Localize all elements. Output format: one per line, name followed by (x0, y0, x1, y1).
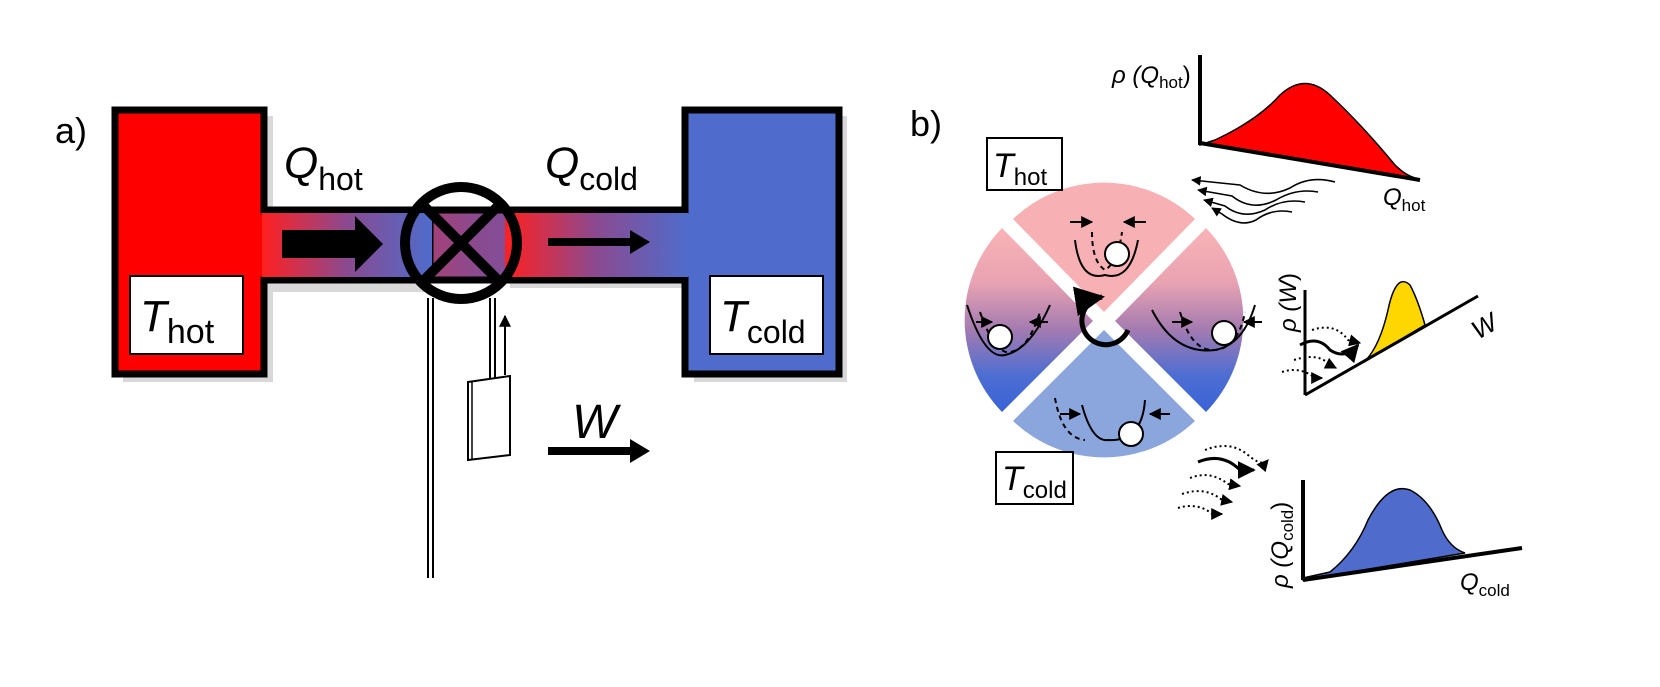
engine-symbol (400, 182, 522, 304)
work-label: W (572, 396, 622, 449)
particles (987, 241, 1237, 447)
weight-block (467, 374, 511, 462)
cold-heat-flow (1177, 445, 1269, 520)
work-arrow (548, 439, 650, 463)
panel-a-label: a) (55, 110, 87, 151)
q-hot-ylabel: ρ (Qhot) (1111, 62, 1191, 92)
work-distribution (1365, 280, 1426, 361)
q-hot-label: Qhot (284, 139, 363, 197)
q-cold-label: Qcold (545, 139, 638, 197)
particle-left (987, 324, 1013, 350)
q-cold-xlabel: Qcold (1460, 569, 1510, 600)
particle-cold (1118, 421, 1144, 447)
particle-hot (1104, 241, 1130, 267)
work-ylabel: ρ (W) (1275, 273, 1302, 333)
particle-right (1211, 320, 1237, 346)
q-cold-x-axis (1302, 546, 1523, 582)
plot-work: ρ (W) W (1275, 273, 1504, 397)
t-cold-label: Tcold (720, 292, 806, 350)
sector-right (1115, 228, 1244, 412)
t-hot-label: Thot (140, 292, 215, 351)
sector-cold (1013, 330, 1195, 458)
sector-hot (1013, 182, 1195, 312)
work-x-axis (1304, 294, 1479, 397)
b-t-hot-label: Thot (993, 147, 1047, 191)
q-hot-x-axis (1199, 141, 1421, 182)
plot-q-hot: ρ (Qhot) Qhot (1111, 55, 1426, 215)
potential-arrows (976, 216, 1262, 420)
work-xlabel: W (1466, 306, 1504, 345)
plot-q-cold: ρ (Qcold) Qcold (1267, 480, 1523, 600)
b-t-cold-label: Tcold (1002, 460, 1067, 504)
hot-heat-flow (1191, 176, 1336, 224)
q-cold-distribution (1302, 487, 1466, 581)
heat-out-arrow (548, 230, 650, 254)
cycle-wheel (964, 182, 1244, 458)
b-t-cold-box (995, 451, 1074, 505)
heat-in-arrow (282, 216, 383, 272)
pulley-rope (427, 298, 496, 578)
q-hot-xlabel: Qhot (1383, 184, 1426, 215)
cycle-direction-arrow (1072, 286, 1131, 348)
panel-b-label: b) (910, 103, 942, 144)
q-hot-distribution (1199, 82, 1416, 179)
t-hot-box (129, 275, 244, 355)
t-cold-box (709, 275, 824, 355)
q-cold-ylabel: ρ (Qcold) (1267, 502, 1297, 589)
b-t-hot-box (986, 137, 1063, 191)
